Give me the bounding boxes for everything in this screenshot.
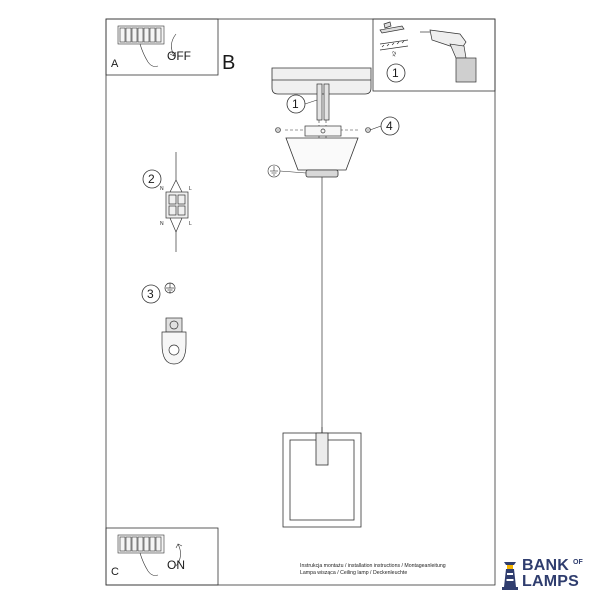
lamp-shade [282,427,362,528]
panel-c-frame [105,527,219,586]
ground-symbol [267,164,307,178]
wall-plugs-icon [379,21,405,34]
panel-a-letter: A [111,58,119,70]
panel-b-letter: B [222,52,236,74]
wire-label-bottom-left: N [160,221,164,227]
wire-label-top-left: N [160,186,164,192]
tools-box [372,18,496,92]
wire-label-bottom-right: L [189,221,192,227]
logo-word-bank: BANK [522,557,570,574]
drill-icon [420,29,477,83]
caption-line-2: Lampa wisząca / Ceiling lamp / Deckenleu… [300,570,408,576]
callout-circle-2 [142,169,162,189]
ceiling-anchors [316,83,330,121]
logo-word-lamps: LAMPS [522,573,579,590]
callout-2: 2 [148,172,155,186]
mounting-bracket [304,125,342,137]
breaker-on-illustration [117,534,183,576]
screws-icon [379,39,409,51]
callout-4: 4 [386,119,393,133]
outer-frame [105,18,496,586]
wire-label-top-right: L [189,186,192,192]
side-screws [275,127,371,133]
breaker-off-illustration [117,25,177,67]
panel-c-state: ON [167,558,185,572]
panel-a-frame [105,18,219,76]
callout-3: 3 [147,287,154,301]
callout-circle-1-tools [386,63,406,83]
callout-1-tools: 1 [392,66,399,80]
callout-circle-3 [141,284,161,304]
caption-line-1: Instrukcja montażu / installation instru… [300,563,446,569]
tools-quantity: x2 [391,50,399,58]
panel-a-state: OFF [167,49,191,63]
ground-terminal [161,282,187,365]
callout-1-anchors: 1 [292,97,299,111]
logo-word-of: OF [573,559,583,566]
bank-of-lamps-logo: BANK OF LAMPS [500,557,598,592]
wire-connector [165,152,189,252]
panel-c-letter: C [111,566,119,578]
lighthouse-icon [502,562,518,590]
ceiling-plate [271,67,372,95]
canopy [285,137,359,178]
